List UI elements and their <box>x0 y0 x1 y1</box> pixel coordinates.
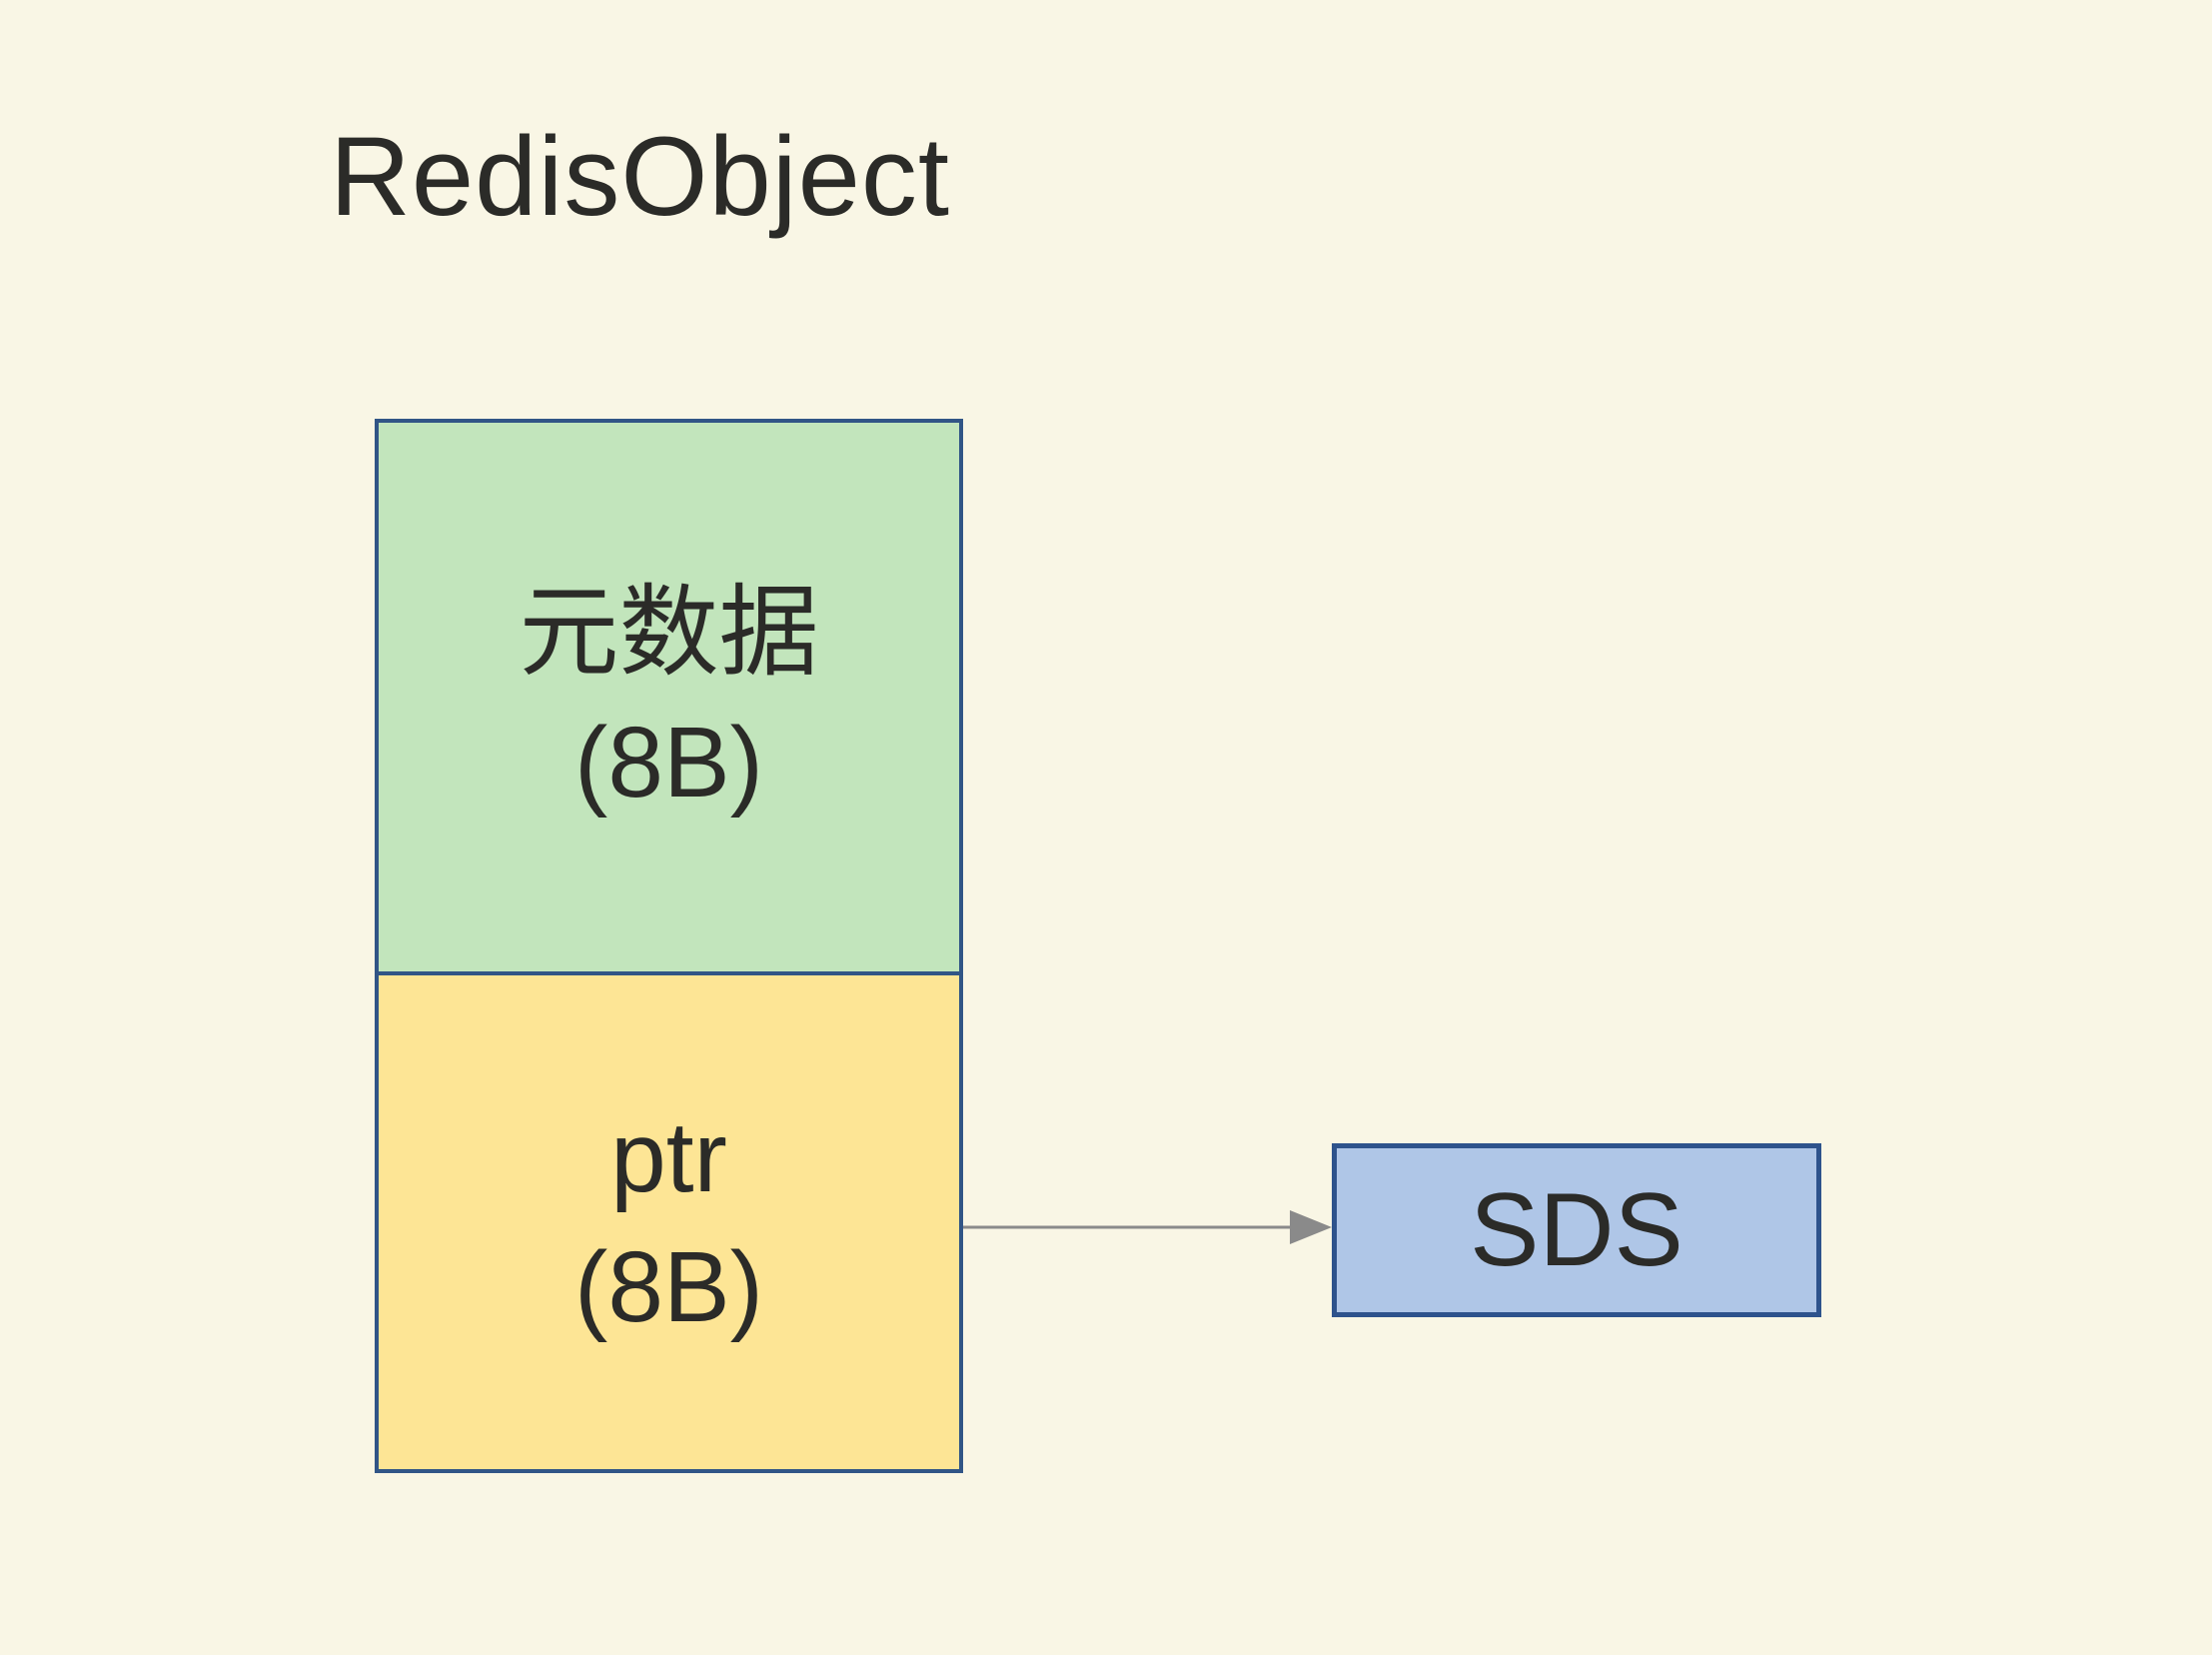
arrow-head-icon <box>1290 1210 1332 1244</box>
ptr-size-label: (8B) <box>574 1231 763 1343</box>
metadata-size-label: (8B) <box>574 706 763 819</box>
ptr-label: ptr <box>610 1101 727 1213</box>
sds-box: SDS <box>1332 1143 1821 1317</box>
metadata-label: 元数据 <box>519 576 819 689</box>
metadata-cell: 元数据 (8B) <box>375 419 963 975</box>
ptr-cell: ptr (8B) <box>375 971 963 1473</box>
redis-object-struct: 元数据 (8B) ptr (8B) <box>375 419 963 1473</box>
page-title: RedisObject <box>330 114 951 239</box>
sds-label: SDS <box>1470 1172 1683 1288</box>
ptr-to-sds-arrow <box>963 1210 1332 1244</box>
